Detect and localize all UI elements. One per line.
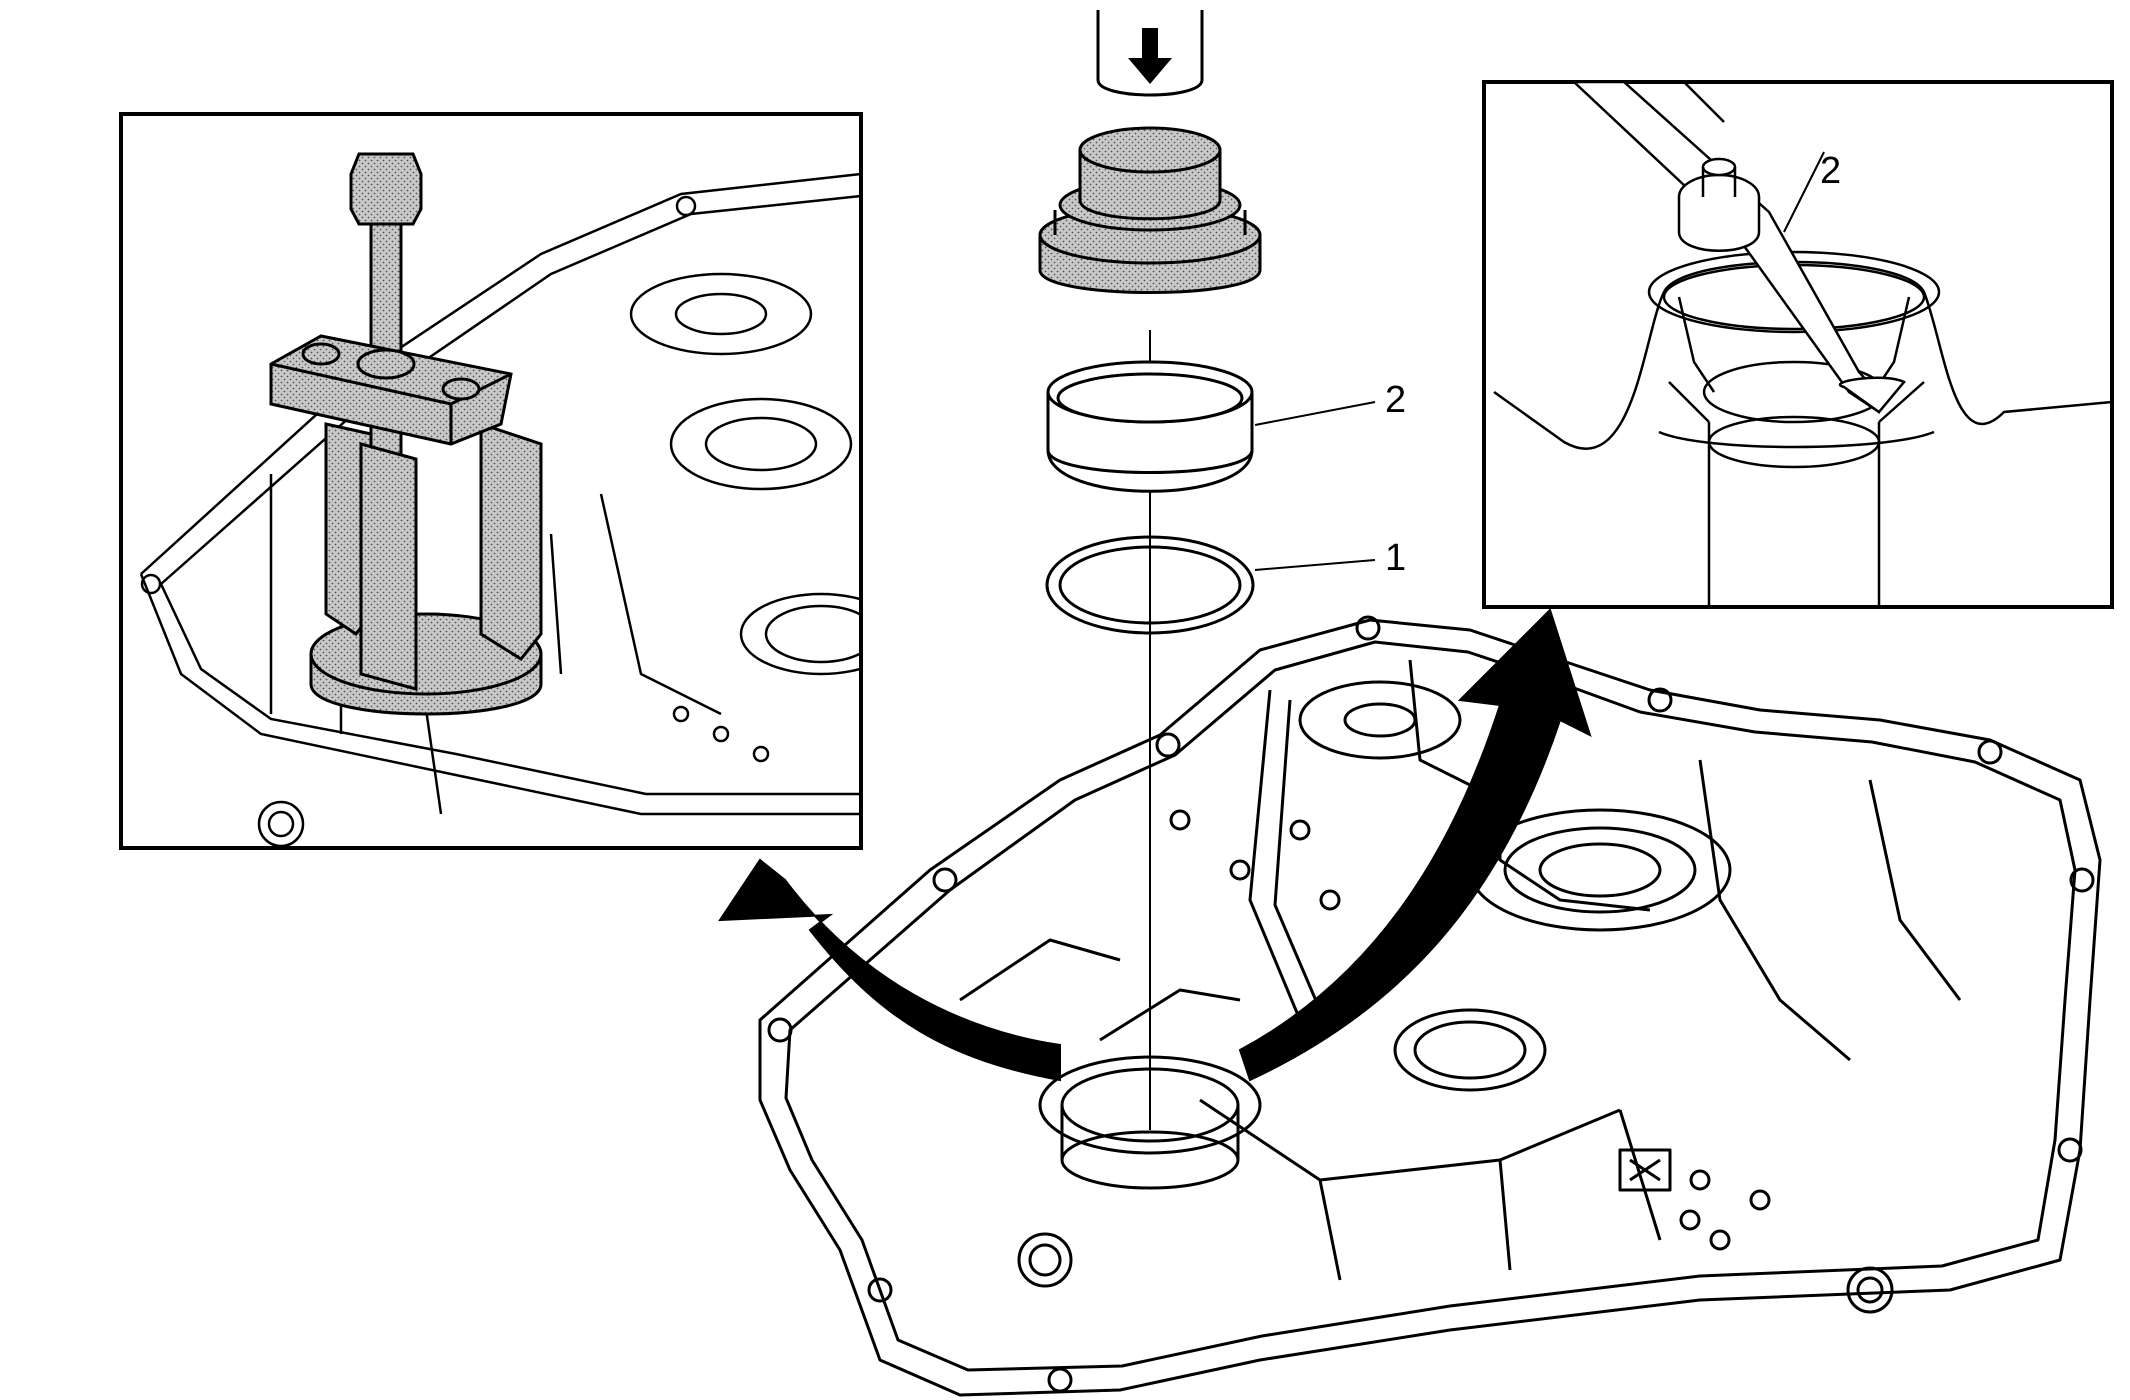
down-arrow-icon	[1128, 28, 1172, 84]
bearing-race	[1046, 360, 1254, 493]
shim-ring	[1045, 535, 1255, 635]
curved-arrow-icon	[1238, 608, 1592, 1082]
puller-inset	[119, 112, 863, 850]
remove-arrow	[718, 858, 1061, 1082]
callout-2: 2	[1820, 150, 1841, 192]
installer-tool	[1038, 126, 1262, 294]
transmission-case	[758, 615, 2102, 1397]
curved-arrow-icon	[718, 858, 1061, 1082]
callout-1: 1	[1385, 537, 1406, 579]
leader-line	[1254, 559, 1376, 571]
leader-line	[1254, 401, 1376, 426]
callout-2: 2	[1385, 379, 1406, 421]
seal-removal-inset: 2	[1482, 80, 2114, 609]
install-arrow	[1238, 608, 1592, 1082]
press-ram	[1096, 10, 1204, 97]
